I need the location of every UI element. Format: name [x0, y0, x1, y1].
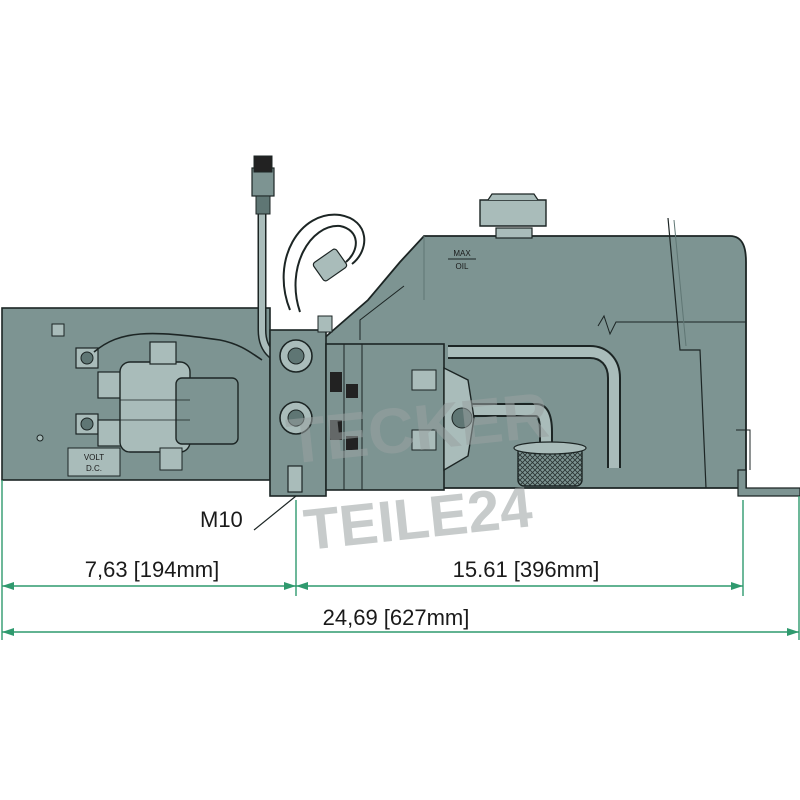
plate-line-dc: D.C. [86, 464, 102, 473]
return-pipe [448, 345, 621, 468]
tank-oil-mark: OIL [456, 262, 469, 271]
bolt-leader [253, 495, 297, 531]
control-wire [93, 332, 263, 361]
voltage-plate: VOLT D.C. [67, 447, 121, 477]
plate-line-volt: VOLT [84, 453, 104, 462]
pump-motor [325, 343, 475, 491]
watermark: TECKER TEILE24 [283, 379, 552, 563]
valve-block [269, 315, 333, 497]
dimension-total: 24,69 [627mm] [323, 605, 470, 630]
dimension-lines [1, 480, 800, 640]
dimension-right: 15.61 [396mm] [453, 557, 600, 582]
mounting-foot [736, 429, 800, 497]
dimension-left: 7,63 [194mm] [85, 557, 220, 582]
suction-strainer [513, 441, 587, 487]
terminal-posts [75, 347, 123, 447]
tank-max-mark: MAX [453, 249, 471, 258]
bolt-label: M10 [200, 507, 243, 532]
solenoid-relay [119, 341, 239, 471]
sensor-wire-loop [282, 213, 366, 313]
